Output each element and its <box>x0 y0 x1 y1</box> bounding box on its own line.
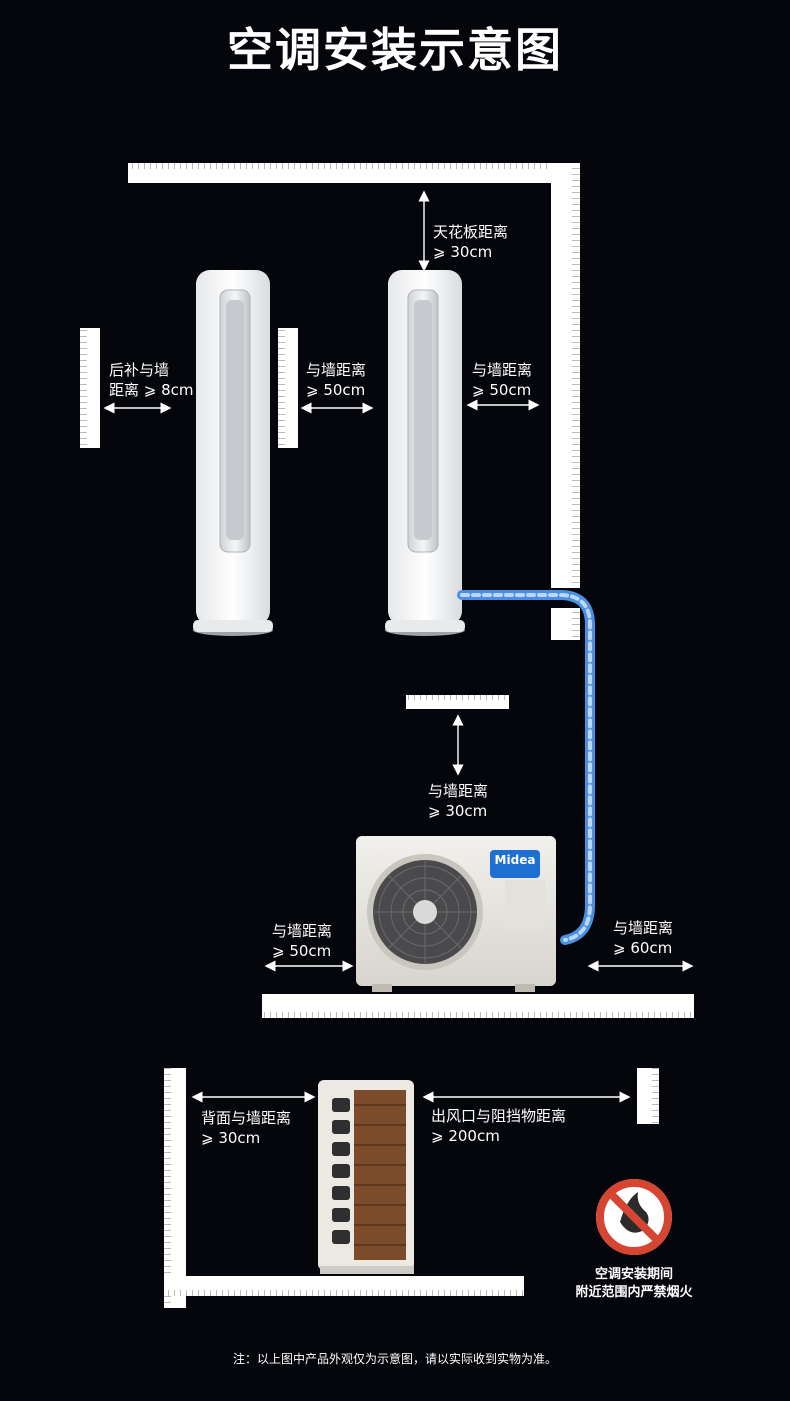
ceiling-label-line2: ⩾ 30cm <box>433 243 493 261</box>
footnote: 注：以上图中产品外观仅为示意图，请以实际收到实物为准。 <box>232 1352 557 1366</box>
rear-wall-label-line1: 后补与墙 <box>109 361 170 379</box>
outdoor-back-label-line2: ⩾ 30cm <box>201 1129 261 1147</box>
indoor-unit-right <box>385 270 465 636</box>
warning-text-line2: 附近范围内严禁烟火 <box>575 1285 693 1300</box>
page-title: 空调安装示意图 <box>227 23 563 77</box>
dimension-arrows <box>103 190 694 1103</box>
outdoor-outlet-label-line1: 出风口与阻挡物距离 <box>431 1107 567 1125</box>
outdoor-unit-side <box>318 1080 414 1274</box>
outdoor-ground <box>262 994 694 1018</box>
outdoor-top-wall <box>406 695 509 709</box>
outdoor-top-label-line2: ⩾ 30cm <box>428 802 488 820</box>
side-wall-mid-label: 与墙距离 ⩾ 50cm <box>306 360 366 400</box>
outdoor-right-label-line1: 与墙距离 <box>613 919 674 937</box>
warning-text: 空调安装期间 附近范围内严禁烟火 <box>564 1266 704 1302</box>
outdoor-right-label: 与墙距离 ⩾ 60cm <box>613 918 673 958</box>
ceiling-label-line1: 天花板距离 <box>433 223 509 241</box>
outdoor-top-label-line1: 与墙距离 <box>428 782 489 800</box>
brand-logo: Midea <box>494 853 536 867</box>
ceiling-label: 天花板距离 ⩾ 30cm <box>433 222 508 262</box>
outdoor-left-label: 与墙距离 ⩾ 50cm <box>272 921 332 961</box>
side-wall-right-line2: ⩾ 50cm <box>472 381 532 399</box>
outdoor-right-label-line2: ⩾ 60cm <box>613 939 673 957</box>
no-fire-icon <box>596 1179 672 1255</box>
warning-text-line1: 空调安装期间 <box>594 1267 673 1282</box>
outdoor-top-label: 与墙距离 ⩾ 30cm <box>428 781 488 821</box>
outdoor-outlet-label: 出风口与阻挡物距离 ⩾ 200cm <box>431 1106 566 1146</box>
outdoor-left-label-line1: 与墙距离 <box>272 922 333 940</box>
rear-wall-label-line2: 距离 ⩾ 8cm <box>109 381 194 399</box>
side-wall-right-line1: 与墙距离 <box>472 361 533 379</box>
mid-wall-segment <box>278 328 298 448</box>
side-wall-mid-line1: 与墙距离 <box>306 361 367 379</box>
rear-wall-label: 后补与墙 距离 ⩾ 8cm <box>109 360 194 400</box>
outdoor-back-label: 背面与墙距离 ⩾ 30cm <box>201 1108 291 1148</box>
outdoor-outlet-label-line2: ⩾ 200cm <box>431 1127 500 1145</box>
outdoor-back-label-line1: 背面与墙距离 <box>201 1109 292 1127</box>
side-wall-mid-line2: ⩾ 50cm <box>306 381 366 399</box>
outdoor-unit-front <box>356 836 556 992</box>
side-wall-right-label: 与墙距离 ⩾ 50cm <box>472 360 532 400</box>
side-view-wall <box>164 1068 659 1308</box>
room-wall-ceiling <box>128 163 580 640</box>
outdoor-left-label-line2: ⩾ 50cm <box>272 942 332 960</box>
refrigerant-pipe <box>457 590 595 945</box>
indoor-unit-left <box>193 270 273 636</box>
rear-wall-segment <box>80 328 100 448</box>
